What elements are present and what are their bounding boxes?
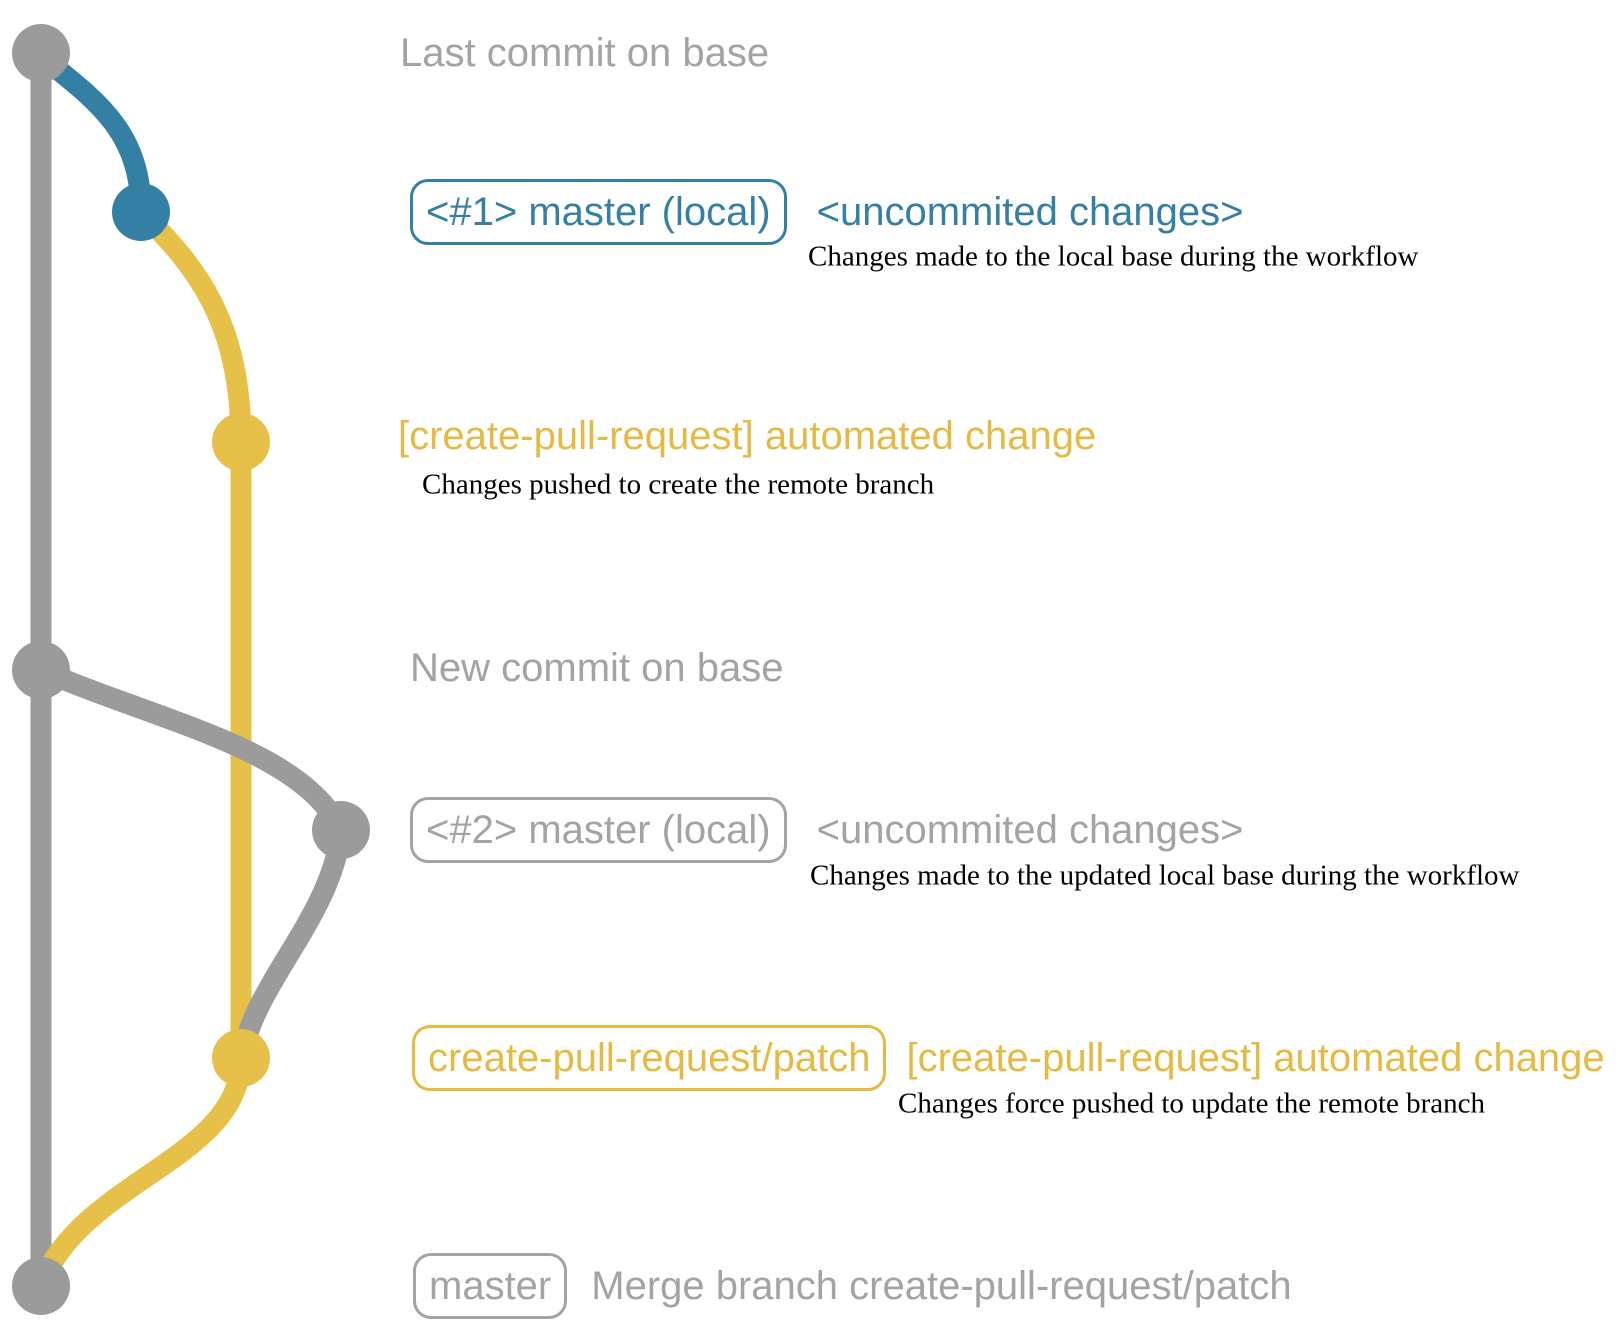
merge-to-base-curve (30, 1047, 252, 1297)
commit-dot-last-base (12, 24, 70, 82)
caption-new-commit-on-base: New commit on base (410, 646, 784, 690)
row-merge-commit: master Merge branch create-pull-request/… (413, 1253, 1292, 1319)
branch-label-master-local-2: <#2> master (local) (410, 797, 787, 863)
new-base-branch-out-curve (30, 659, 352, 841)
commit-message-uncommited-2: <uncommited changes> (816, 808, 1244, 852)
commit-message-automated-change-2: [create-pull-request] automated change (906, 1036, 1605, 1080)
commit-dot-local-2 (312, 801, 370, 859)
local-change-2-merge-curve (232, 819, 352, 1065)
description-force-pushed-remote: Changes force pushed to update the remot… (898, 1087, 1486, 1120)
commit-dot-new-base (12, 641, 70, 699)
description-pushed-remote: Changes pushed to create the remote bran… (422, 468, 935, 501)
description-local-changes-1: Changes made to the local base during th… (808, 240, 1419, 273)
commit-dot-remote-2 (212, 1029, 270, 1087)
caption-last-commit-on-base: Last commit on base (400, 31, 770, 75)
branch-label-master-local-1: <#1> master (local) (410, 179, 787, 245)
commit-dot-local-1 (112, 183, 170, 241)
row-remote-branch-commit: create-pull-request/patch [create-pull-r… (412, 1025, 1605, 1091)
commit-dot-remote-1 (212, 413, 270, 471)
commit-dot-merge (12, 1257, 70, 1315)
remote-branch-line (130, 201, 252, 1067)
commit-message-automated-change-1: [create-pull-request] automated change (398, 414, 1097, 458)
commit-message-uncommited-1: <uncommited changes> (816, 190, 1244, 234)
row-local-commit-2: <#2> master (local) <uncommited changes> (410, 797, 1244, 863)
row-local-commit-1: <#1> master (local) <uncommited changes> (410, 179, 1244, 245)
branch-label-master: master (413, 1253, 568, 1319)
description-local-changes-2: Changes made to the updated local base d… (810, 859, 1520, 892)
branch-label-create-pull-request-patch: create-pull-request/patch (412, 1025, 887, 1091)
commit-message-merge-branch: Merge branch create-pull-request/patch (591, 1264, 1292, 1308)
